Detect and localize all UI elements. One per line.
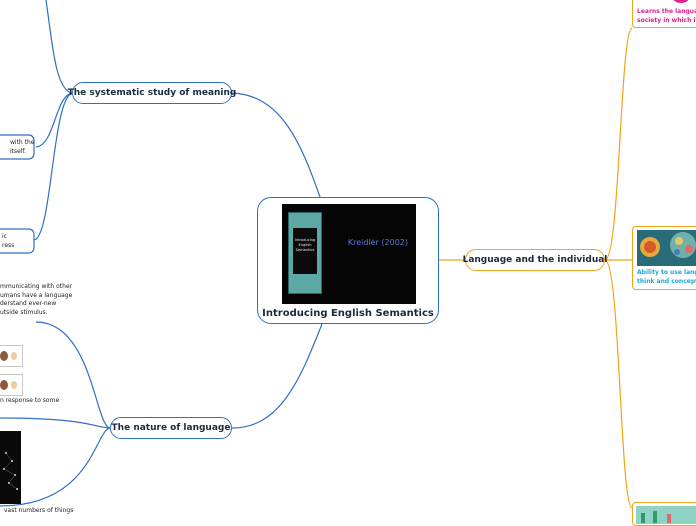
branch-individual-label: Language and the individual bbox=[463, 255, 608, 265]
branch-systematic-study[interactable]: The systematic study of meaning bbox=[72, 82, 232, 104]
brain-illustration bbox=[633, 227, 696, 267]
connector-individual-top bbox=[605, 28, 632, 260]
network-image[interactable] bbox=[0, 431, 21, 504]
connector-nature-frag3 bbox=[36, 322, 110, 428]
bottom-illustration bbox=[633, 503, 696, 526]
book-cover-image: Introducing English Semantics Kreidler (… bbox=[282, 204, 416, 304]
bottom-card[interactable] bbox=[632, 502, 696, 526]
branch-language-individual[interactable]: Language and the individual bbox=[465, 249, 605, 271]
hand-gesture-icon bbox=[0, 375, 22, 395]
book-illustration: Introducing English Semantics bbox=[288, 212, 322, 294]
image-caption: Kreidler (2002) bbox=[348, 238, 408, 247]
connector-systematic-frag2 bbox=[34, 93, 72, 240]
society-illustration bbox=[633, 0, 696, 6]
fragment-systematic-1[interactable]: with the itself. bbox=[0, 139, 34, 156]
fragment-nature-1[interactable]: mmunicating with other umans have a lang… bbox=[0, 283, 72, 317]
network-dots-icon bbox=[0, 431, 21, 504]
connector-central-nature bbox=[232, 324, 322, 428]
connector-nature-thumbs bbox=[0, 418, 110, 428]
branch-nature-of-language[interactable]: The nature of language bbox=[110, 417, 232, 439]
gesture-thumbnail-1[interactable] bbox=[0, 345, 23, 367]
society-card[interactable]: Learns the langua society in which it g bbox=[632, 0, 696, 28]
connector-systematic-frag1 bbox=[36, 93, 72, 147]
book-cover-title: Introducing English Semantics bbox=[293, 228, 317, 274]
ability-card[interactable]: Ability to use langua think and conceptu bbox=[632, 226, 696, 290]
hand-gesture-icon bbox=[0, 346, 22, 366]
branch-nature-label: The nature of language bbox=[112, 423, 231, 433]
gesture-thumbnail-2[interactable] bbox=[0, 374, 23, 396]
connector-systematic-top bbox=[46, 0, 72, 93]
fragment-nature-2[interactable]: n response to some bbox=[0, 397, 59, 406]
connector-individual-bottom bbox=[605, 260, 632, 508]
central-title: Introducing English Semantics bbox=[258, 308, 438, 319]
branch-systematic-label: The systematic study of meaning bbox=[68, 88, 237, 98]
fragment-nature-3[interactable]: vast numbers of things bbox=[0, 507, 73, 516]
connector-central-systematic bbox=[232, 93, 320, 197]
fragment-systematic-2[interactable]: ic ress bbox=[0, 233, 14, 250]
central-node[interactable]: Introducing English Semantics Kreidler (… bbox=[257, 197, 439, 324]
